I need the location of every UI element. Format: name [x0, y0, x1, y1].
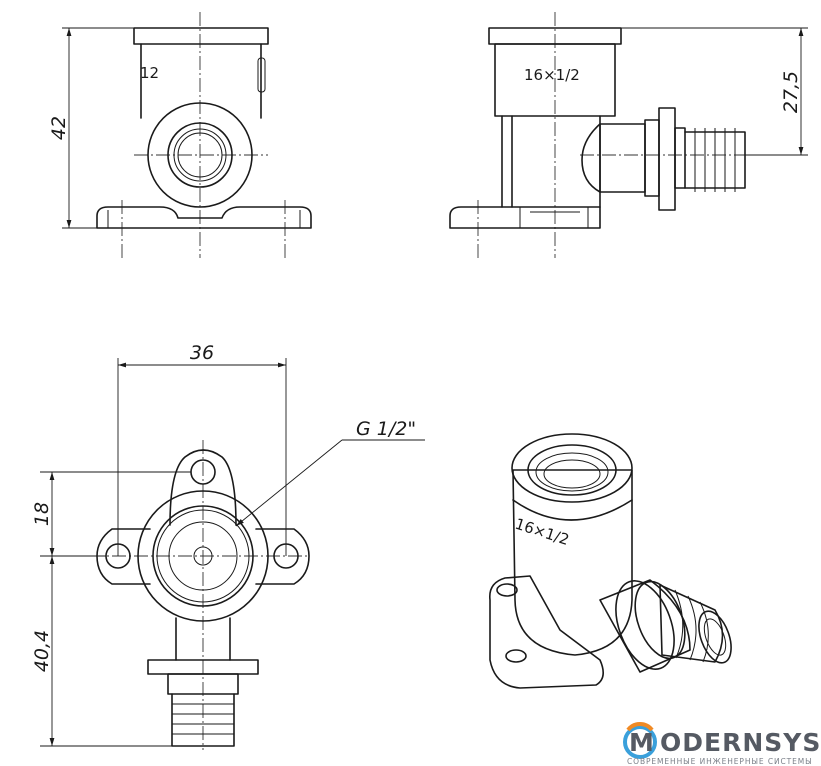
- dim-height-total: 42: [48, 116, 70, 140]
- modernsys-logo: M ODERNSYS СОВРЕМЕННЫЕ ИНЖЕНЕРНЫЕ СИСТЕМ…: [623, 722, 821, 766]
- dim-lower-offset: 40,4: [31, 630, 53, 672]
- thread-label: G 1/2": [356, 418, 416, 440]
- logo-letter: M: [629, 728, 655, 757]
- isometric-render: 16×1/2: [488, 433, 732, 689]
- top-view: 36 G 1/2" 18 40,4: [31, 342, 425, 750]
- logo-name: ODERNSYS: [660, 728, 821, 757]
- front-view: 12 42: [48, 12, 312, 258]
- dim-outlet-height: 27,5: [780, 71, 802, 113]
- side-size-mark: 16×1/2: [524, 66, 580, 84]
- dim-width-holes: 36: [190, 342, 214, 364]
- side-view: 16×1/2 27,5: [449, 12, 808, 258]
- dim-upper-offset: 18: [31, 502, 53, 526]
- logo-ring-icon: [623, 725, 657, 759]
- front-size-mark: 12: [140, 64, 159, 82]
- logo-tagline: СОВРЕМЕННЫЕ ИНЖЕНЕРНЫЕ СИСТЕМЫ: [627, 757, 813, 766]
